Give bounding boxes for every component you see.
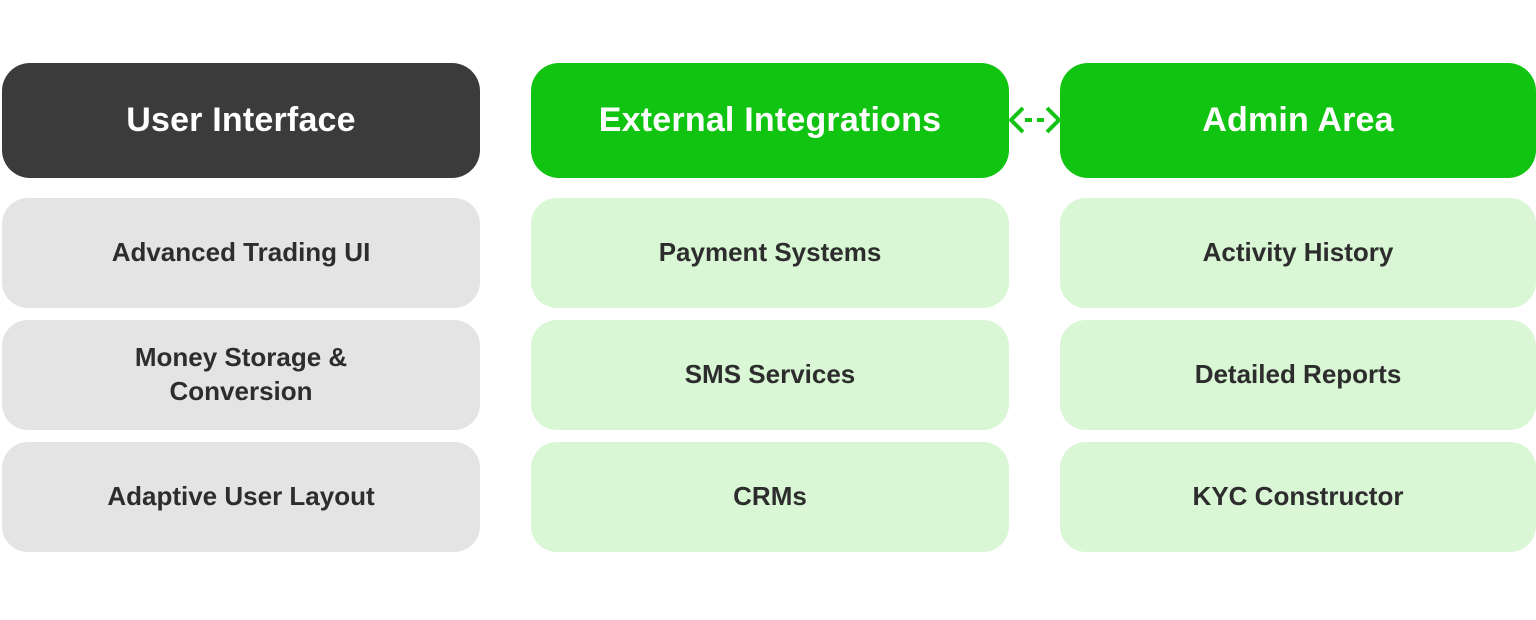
feature-box: KYC Constructor [1060,442,1536,552]
column-user-interface: User Interface Advanced Trading UI Money… [2,63,480,552]
feature-diagram: User Interface Advanced Trading UI Money… [2,63,1536,552]
feature-box: Detailed Reports [1060,320,1536,430]
column-header-admin-area: Admin Area [1060,63,1536,178]
feature-box: Advanced Trading UI [2,198,480,308]
feature-box: Money Storage & Conversion [2,320,480,430]
feature-box: SMS Services [531,320,1009,430]
column-gap [480,63,531,552]
feature-box: Activity History [1060,198,1536,308]
column-external-integrations: External Integrations Payment Systems SM… [531,63,1009,552]
feature-box: Payment Systems [531,198,1009,308]
column-header-external-integrations: External Integrations [531,63,1009,178]
bidirectional-dashed-arrow-icon [1006,103,1064,137]
feature-box: CRMs [531,442,1009,552]
column-header-user-interface: User Interface [2,63,480,178]
feature-box: Adaptive User Layout [2,442,480,552]
column-admin-area: Admin Area Activity History Detailed Rep… [1060,63,1536,552]
column-gap-with-connector [1009,63,1061,552]
